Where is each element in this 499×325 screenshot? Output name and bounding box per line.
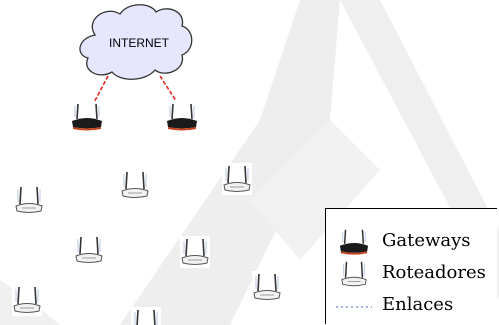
legend-label-links: Enlaces (382, 294, 454, 315)
router-2 (222, 163, 252, 195)
legend-label-routers: Roteadores (382, 262, 486, 283)
router-icon (339, 259, 369, 289)
cloud-label: INTERNET (109, 36, 170, 50)
link-line-icon (336, 306, 372, 308)
router-6 (252, 271, 282, 303)
router-1 (120, 169, 150, 201)
router-5 (180, 236, 210, 268)
cloud-shape (79, 4, 193, 80)
legend-row-gateways: Gateways (326, 225, 498, 259)
gateway-right (165, 101, 199, 133)
legend-label-gateways: Gateways (382, 230, 471, 251)
internet-cloud: INTERNET (79, 4, 193, 80)
router-4 (74, 234, 104, 266)
legend-box: Gateways Roteadores Enlaces (325, 208, 497, 324)
router-7 (12, 284, 42, 316)
legend-row-links: Enlaces (326, 289, 498, 323)
gateway-left (70, 101, 104, 133)
gateway-icon (338, 227, 370, 257)
legend-row-routers: Roteadores (326, 257, 498, 291)
router-3 (14, 184, 44, 216)
router-8 (131, 307, 161, 325)
